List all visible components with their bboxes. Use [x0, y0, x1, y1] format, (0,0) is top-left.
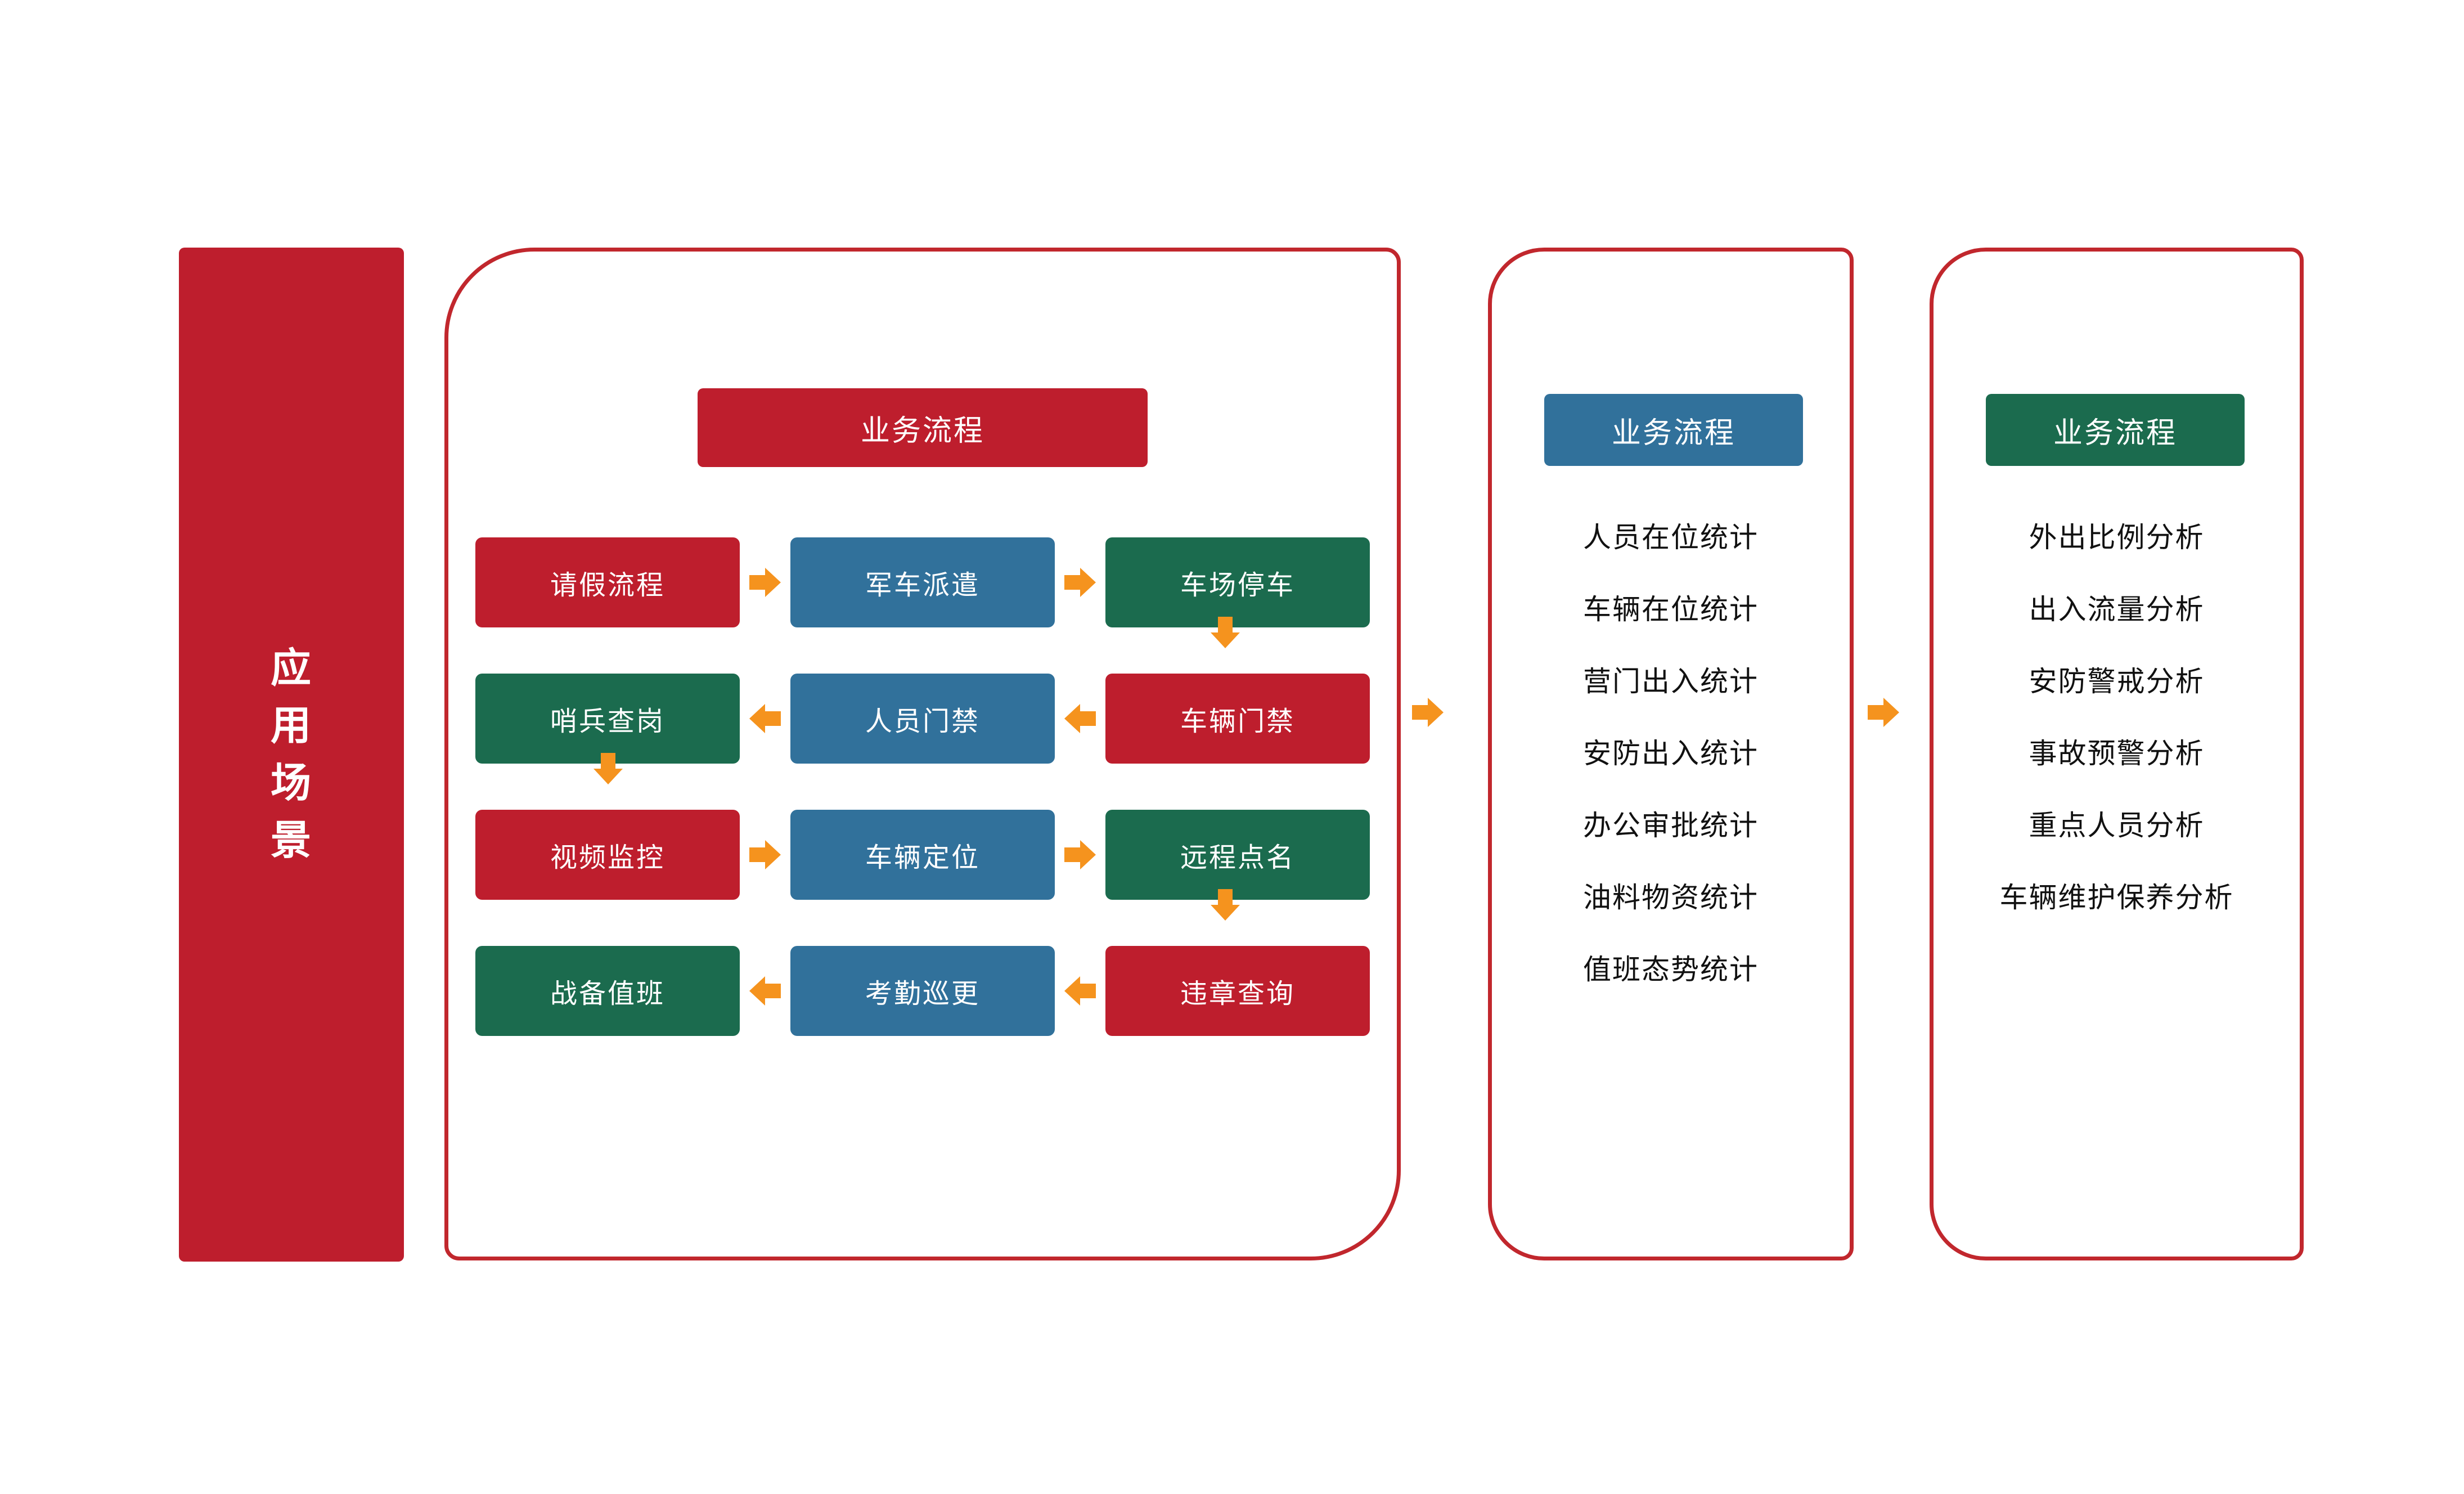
arrow-left-icon	[1064, 976, 1096, 1006]
list-item[interactable]: 安防出入统计	[1583, 738, 1759, 769]
flow-connector	[1055, 674, 1105, 764]
flow-box-military-vehicle-dispatch[interactable]: 军车派遣	[790, 537, 1055, 627]
arrow-right-icon	[749, 840, 781, 869]
list-item[interactable]: 油料物资统计	[1583, 882, 1759, 913]
list-item[interactable]: 办公审批统计	[1583, 810, 1759, 841]
application-scenario-label: 应 用 场 景	[271, 640, 312, 870]
arrow-right-icon	[749, 568, 781, 597]
arrow-right-icon	[1064, 840, 1096, 869]
flow-connector	[1055, 537, 1105, 627]
arrow-left-icon	[1064, 704, 1096, 733]
arrow-right-icon	[1868, 698, 1899, 727]
flow-row: 哨兵查岗 人员门禁 车辆门禁	[475, 674, 1375, 764]
flow-row: 战备值班 考勤巡更 违章查询	[475, 946, 1375, 1036]
flow-row: 视频监控 车辆定位 远程点名	[475, 810, 1375, 900]
scene-char-1: 应	[270, 645, 312, 691]
flow-connector	[1055, 946, 1105, 1036]
scene-char-2: 用	[270, 703, 312, 748]
flow-box-video-surveillance[interactable]: 视频监控	[475, 810, 740, 900]
statistics-panel-header: 业务流程	[1544, 394, 1803, 466]
list-item[interactable]: 重点人员分析	[2029, 810, 2205, 841]
flow-box-combat-readiness-duty[interactable]: 战备值班	[475, 946, 740, 1036]
list-item[interactable]: 值班态势统计	[1583, 954, 1759, 985]
arrow-down-icon	[1211, 617, 1240, 648]
scene-char-3: 场	[270, 761, 312, 806]
flow-box-personnel-access[interactable]: 人员门禁	[790, 674, 1055, 764]
list-item[interactable]: 营门出入统计	[1583, 666, 1759, 697]
flow-box-vehicle-positioning[interactable]: 车辆定位	[790, 810, 1055, 900]
main-panel-header: 业务流程	[698, 388, 1148, 467]
scene-char-4: 景	[270, 818, 312, 864]
list-item[interactable]: 安防警戒分析	[2029, 666, 2205, 697]
flow-connector	[740, 946, 790, 1036]
arrow-down-icon	[1211, 889, 1240, 921]
list-item[interactable]: 外出比例分析	[2029, 522, 2205, 553]
flow-grid: 请假流程 军车派遣 车场停车 哨兵查岗 人员门禁 车辆门禁	[475, 537, 1375, 1036]
arrow-down-icon	[593, 753, 623, 784]
flow-connector	[740, 674, 790, 764]
flow-connector	[740, 810, 790, 900]
list-item[interactable]: 车辆在位统计	[1583, 594, 1759, 625]
analysis-panel-header: 业务流程	[1986, 394, 2245, 466]
statistics-item-list: 人员在位统计 车辆在位统计 营门出入统计 安防出入统计 办公审批统计 油料物资统…	[1488, 523, 1854, 984]
flow-box-vehicle-access[interactable]: 车辆门禁	[1105, 674, 1370, 764]
analysis-item-list: 外出比例分析 出入流量分析 安防警戒分析 事故预警分析 重点人员分析 车辆维护保…	[1930, 523, 2304, 912]
list-item[interactable]: 出入流量分析	[2029, 594, 2205, 625]
flow-box-leave-process[interactable]: 请假流程	[475, 537, 740, 627]
application-scenario-bar: 应 用 场 景	[179, 248, 404, 1262]
flow-connector	[740, 537, 790, 627]
arrow-left-icon	[749, 704, 781, 733]
arrow-left-icon	[749, 976, 781, 1006]
flow-box-violation-query[interactable]: 违章查询	[1105, 946, 1370, 1036]
flow-connector	[1055, 810, 1105, 900]
flow-box-remote-roll-call[interactable]: 远程点名	[1105, 810, 1370, 900]
list-item[interactable]: 事故预警分析	[2029, 738, 2205, 769]
flow-box-parking-lot[interactable]: 车场停车	[1105, 537, 1370, 627]
arrow-right-icon	[1412, 698, 1444, 727]
list-item[interactable]: 人员在位统计	[1583, 522, 1759, 553]
list-item[interactable]: 车辆维护保养分析	[1999, 882, 2234, 913]
arrow-right-icon	[1064, 568, 1096, 597]
flow-box-attendance-patrol[interactable]: 考勤巡更	[790, 946, 1055, 1036]
flow-box-sentry-check[interactable]: 哨兵查岗	[475, 674, 740, 764]
flow-row: 请假流程 军车派遣 车场停车	[475, 537, 1375, 627]
